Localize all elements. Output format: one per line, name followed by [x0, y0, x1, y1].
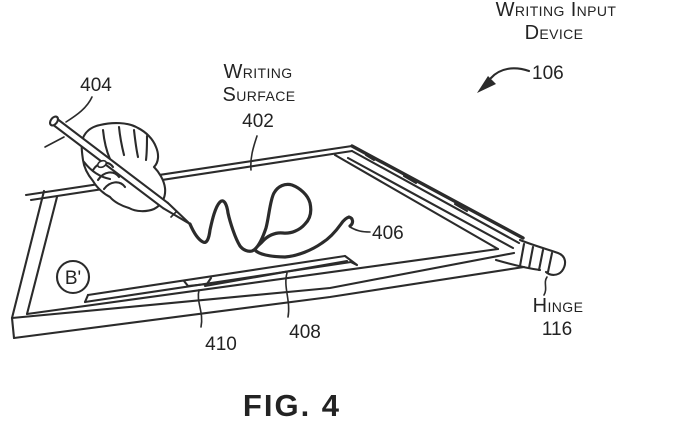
hinge-rib-3 — [537, 248, 545, 272]
finger-line-3 — [132, 128, 140, 159]
slot-inner-line — [203, 259, 349, 288]
ref-410: 410 — [205, 334, 237, 355]
arrow-106-tail — [489, 67, 531, 80]
device-title-line2: Device — [525, 22, 584, 44]
fingernail — [96, 159, 108, 169]
hinge-rib-2 — [527, 245, 535, 270]
hinge-drawing — [494, 238, 567, 276]
tablet-front-edge-top — [10, 251, 516, 320]
stylus-drawing — [44, 115, 192, 226]
ref-408: 408 — [289, 322, 321, 343]
tablet-front-left-cap — [10, 316, 16, 340]
stylus-tip-cone-2 — [166, 201, 192, 226]
finger-line-4 — [144, 134, 149, 162]
figure-caption: FIG. 4 — [243, 388, 341, 423]
ref-106: 106 — [532, 63, 564, 84]
grip-finger-curl-2 — [96, 171, 121, 182]
stylus-tip-cone-1 — [162, 207, 192, 226]
hinge-rib-1 — [518, 242, 526, 268]
grip-details — [82, 159, 127, 191]
band-dash-3 — [453, 202, 469, 213]
leader-lines — [65, 67, 548, 328]
tablet-drawing — [10, 144, 567, 340]
bezel-right-line — [333, 153, 500, 251]
slot-top-line — [86, 254, 347, 297]
hinge-rib-4 — [546, 251, 554, 274]
leader-116 — [543, 276, 548, 296]
finger-line-2 — [117, 125, 126, 157]
tablet-left-edge-inner — [25, 195, 59, 316]
device-title-line1: Writing Input — [496, 0, 617, 21]
tablet-left-edge-outer — [10, 189, 46, 320]
stylus-body-fill — [51, 118, 191, 224]
leader-408 — [285, 272, 290, 318]
stylus-end-cap — [49, 115, 59, 127]
section-marker-circle — [55, 259, 91, 295]
stylus-shaft-lower — [50, 122, 165, 210]
finger-line-1 — [101, 128, 112, 161]
band-dash-2 — [402, 174, 418, 185]
leader-410 — [197, 289, 203, 328]
ink-stroke-squiggle — [188, 182, 355, 259]
hinge-band-bottom — [494, 258, 542, 272]
slot-left-cap — [83, 293, 90, 304]
leader-402 — [250, 135, 258, 171]
ref-116: 116 — [542, 319, 572, 340]
tablet-front-edge-bottom — [12, 265, 526, 340]
tablet-right-band-lower — [346, 156, 515, 250]
tablet-far-edge-outer — [24, 144, 354, 197]
band-dash-1 — [364, 153, 376, 162]
grip-finger-curl-3 — [102, 181, 127, 191]
hand-crease-stroke — [44, 136, 65, 148]
tablet-right-band-outer — [350, 144, 525, 240]
ref-402: 402 — [242, 111, 274, 132]
tablet-right-band-mid — [350, 149, 521, 245]
section-marker-label: B' — [65, 268, 81, 289]
labels: Writing Input Device 106 404 Writing Sur… — [65, 0, 617, 423]
hinge-title: Hinge — [533, 295, 584, 317]
arrow-106-head — [477, 76, 496, 93]
slot-tab — [182, 276, 213, 288]
leader-406 — [349, 226, 371, 233]
surface-title-line1: Writing — [223, 61, 292, 83]
tablet-far-edge-inner — [29, 149, 354, 202]
stylus-shaft-upper — [54, 116, 169, 204]
leader-404 — [65, 96, 93, 123]
surface-title-line2: Surface — [223, 84, 296, 106]
ref-404: 404 — [80, 75, 112, 96]
bezel-front-line — [25, 247, 500, 316]
hinge-band-top — [518, 238, 567, 276]
slot-right-cap — [343, 254, 359, 267]
stylus-nib-line — [170, 211, 177, 218]
ref-406: 406 — [372, 223, 404, 244]
thumb-line — [82, 160, 112, 181]
